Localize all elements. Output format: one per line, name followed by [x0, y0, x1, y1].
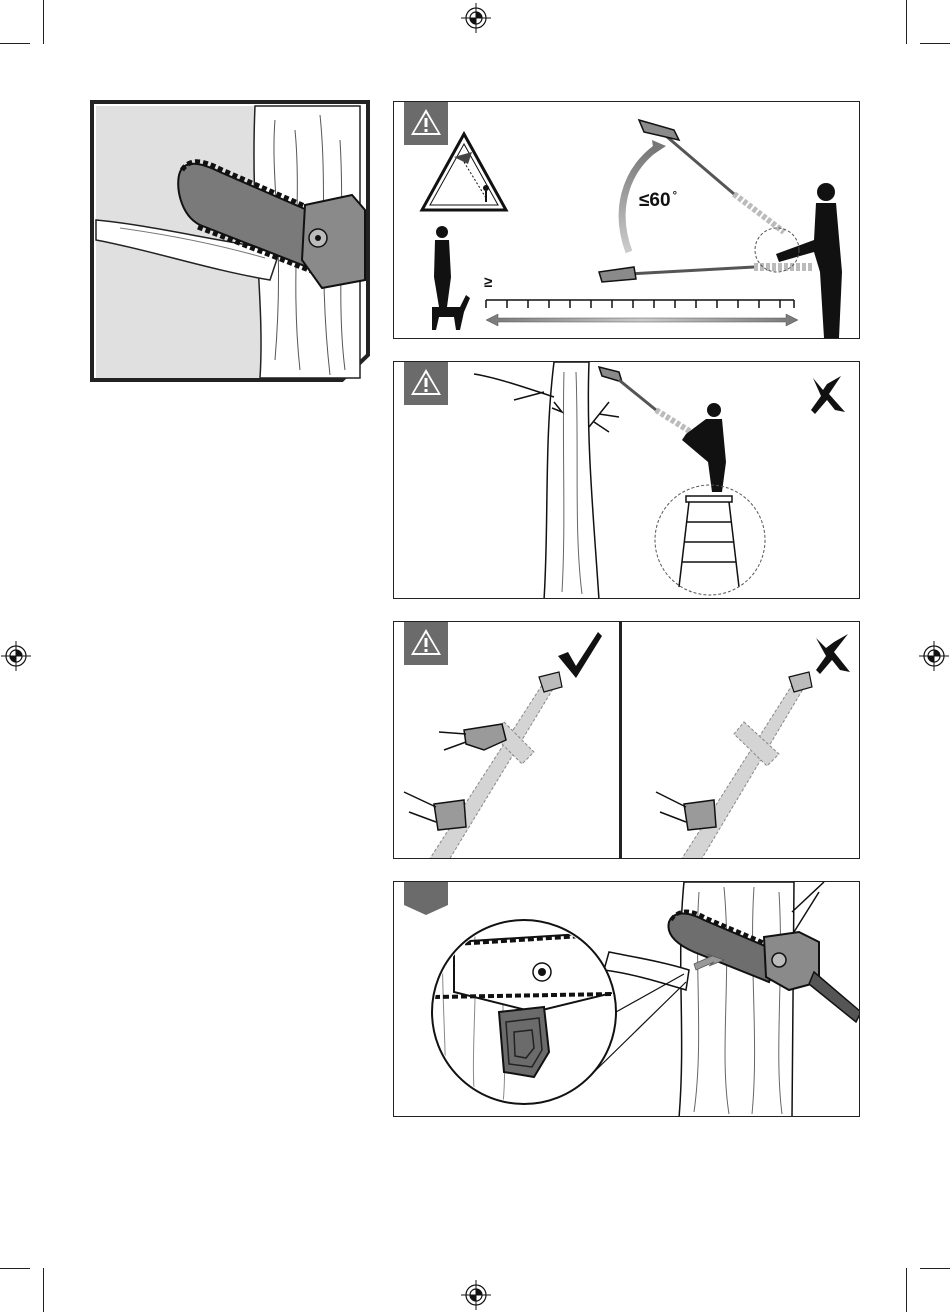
- figure-grip: [393, 621, 860, 859]
- check-mark-icon: [554, 630, 604, 680]
- registration-mark-icon: [461, 3, 491, 33]
- crop-mark: [0, 1268, 30, 1269]
- crop-mark: [906, 1268, 907, 1312]
- distance-label: ≥: [484, 274, 492, 291]
- angle-value: ≤60: [639, 190, 671, 211]
- crop-mark: [0, 43, 30, 44]
- crop-mark: [43, 1268, 44, 1312]
- cross-mark-icon: [812, 632, 854, 676]
- registration-mark-icon: [461, 1280, 491, 1310]
- angle-unit: °: [673, 190, 677, 202]
- crop-mark: [906, 0, 907, 44]
- crop-mark: [920, 1268, 950, 1269]
- figure-saw-closeup: [90, 100, 370, 382]
- crop-mark: [920, 43, 950, 44]
- crop-mark: [43, 0, 44, 44]
- angle-label: ≤60°: [639, 190, 677, 212]
- figure-bumper-cut: [393, 881, 860, 1117]
- figure-no-ladder: [393, 361, 860, 599]
- registration-mark-icon: [919, 641, 949, 671]
- registration-mark-icon: [1, 641, 31, 671]
- figure-safety-distance: ≤60° ≥: [393, 101, 860, 339]
- cross-mark-icon: [807, 374, 849, 416]
